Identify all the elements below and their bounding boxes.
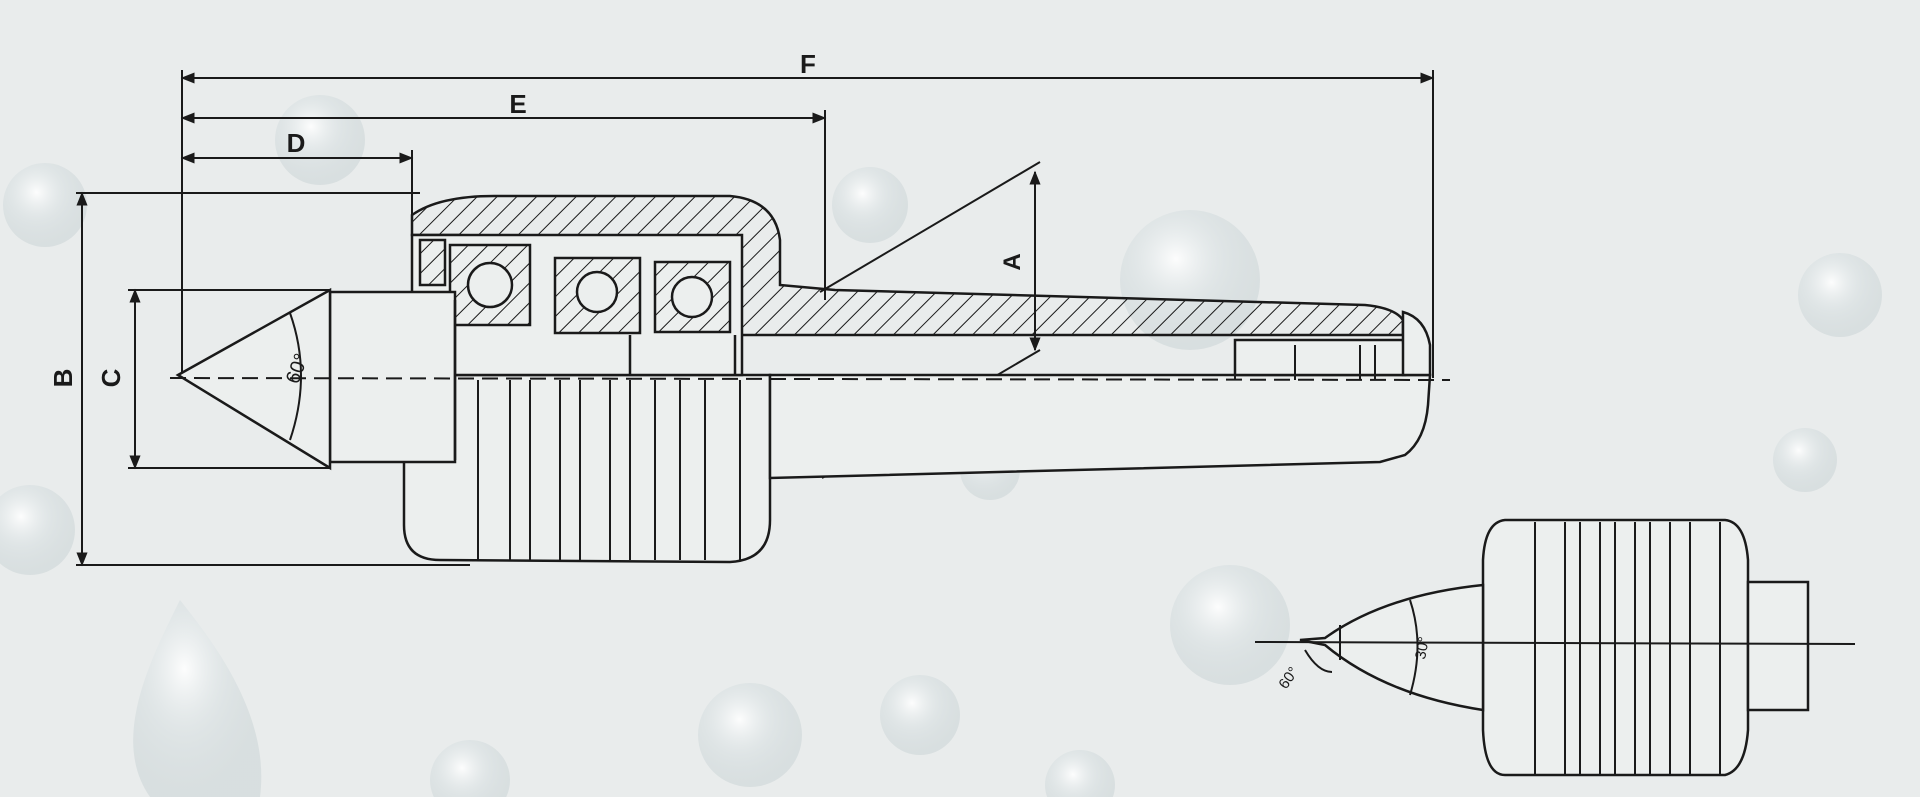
angle-label-detail-30: 30° [1412,635,1433,660]
detail-arc-30 [1409,599,1419,696]
label-B: B [48,369,78,388]
bearing-ball-1 [466,261,514,309]
spindle [328,290,457,464]
shank-lower [768,373,1432,480]
live-center-main-view [169,194,1451,564]
bearing-ball-3 [670,275,714,319]
body-grooves [477,380,741,560]
angle-arc-main [289,312,302,441]
label-A: A [999,253,1026,270]
body-lower-outline [402,373,772,564]
detail-shank [1746,580,1810,712]
detail-centerline [1254,641,1856,645]
background-bubbles [0,95,1882,797]
dimension-lines [76,70,1435,567]
detail-view [1254,518,1856,777]
bearing-ball-2 [575,270,619,314]
label-D: D [287,128,306,158]
rear-bore [1234,345,1376,380]
label-E: E [509,89,526,119]
label-F: F [800,49,816,79]
detail-cone [1299,583,1485,712]
angle-label-detail-60: 60° [1275,664,1302,692]
shank-tail [1233,338,1407,377]
detail-arc-60 [1304,649,1333,673]
detail-grooves [1534,522,1721,775]
main-centerline [169,377,1451,381]
seal-ring [418,238,447,287]
shank-end-cap [1401,310,1432,377]
dimension-labels: F E D B C A [48,49,1026,387]
label-C: C [96,368,126,387]
